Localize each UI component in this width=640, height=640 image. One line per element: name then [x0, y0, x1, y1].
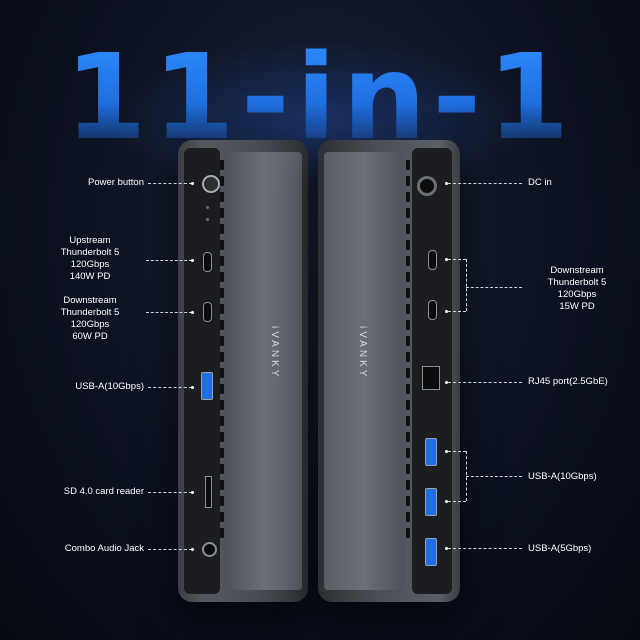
- thunderbolt5-upstream-port[interactable]: [203, 252, 212, 272]
- status-led: [206, 206, 209, 209]
- leader-line: [148, 492, 192, 493]
- leader-line: [448, 259, 466, 260]
- leader-dot: [445, 381, 448, 384]
- thunderbolt5-downstream-port[interactable]: [203, 302, 212, 322]
- leader-line: [466, 287, 522, 288]
- usb-a-10gbps-port[interactable]: [425, 438, 437, 466]
- dock-front-panel: [184, 148, 220, 594]
- power-button[interactable]: [202, 175, 220, 193]
- leader-dot: [445, 182, 448, 185]
- leader-bracket: [466, 259, 467, 311]
- label-usb-a-10-right: USB-A(10Gbps): [528, 471, 597, 482]
- thunderbolt5-downstream-port[interactable]: [428, 300, 437, 320]
- leader-dot: [445, 547, 448, 550]
- label-rj45: RJ45 port(2.5GbE): [528, 376, 608, 387]
- usb-a-5gbps-port[interactable]: [425, 538, 437, 566]
- leader-line: [148, 549, 192, 550]
- leader-dot: [445, 450, 448, 453]
- leader-dot: [445, 258, 448, 261]
- vent-grille-left: [218, 160, 226, 544]
- status-led: [206, 218, 209, 221]
- leader-line: [448, 451, 466, 452]
- vent-grille-right: [404, 160, 412, 544]
- rj45-port[interactable]: [422, 366, 440, 390]
- label-audio-jack: Combo Audio Jack: [64, 543, 144, 554]
- label-usb-a-5: USB-A(5Gbps): [528, 543, 592, 554]
- leader-dot: [191, 259, 194, 262]
- dock-left-view: [178, 140, 308, 602]
- headline: 11-in-1: [0, 38, 640, 156]
- leader-line: [448, 183, 522, 184]
- brand-logo-left: iVANKY: [269, 326, 280, 380]
- label-upstream-tb5: Upstream Thunderbolt 5 120Gbps 140W PD: [60, 235, 120, 282]
- leader-dot: [191, 311, 194, 314]
- leader-line: [448, 501, 466, 502]
- leader-dot: [191, 386, 194, 389]
- leader-line: [148, 183, 192, 184]
- audio-jack[interactable]: [202, 542, 217, 557]
- leader-line: [146, 260, 192, 261]
- leader-dot: [445, 500, 448, 503]
- leader-line: [448, 311, 466, 312]
- leader-line: [448, 548, 522, 549]
- leader-dot: [191, 491, 194, 494]
- dc-in-port[interactable]: [417, 176, 437, 196]
- label-usb-a-10-left: USB-A(10Gbps): [75, 381, 144, 392]
- thunderbolt5-downstream-port[interactable]: [428, 250, 437, 270]
- leader-dot: [191, 548, 194, 551]
- sd-card-slot[interactable]: [205, 476, 212, 508]
- label-downstream-tb5-right: Downstream Thunderbolt 5 120Gbps 15W PD: [547, 265, 607, 312]
- label-dc-in: DC in: [528, 177, 552, 188]
- leader-dot: [445, 310, 448, 313]
- label-sd-reader: SD 4.0 card reader: [63, 486, 144, 497]
- usb-a-10gbps-port[interactable]: [425, 488, 437, 516]
- leader-line: [466, 476, 522, 477]
- leader-line: [448, 382, 522, 383]
- leader-dot: [191, 182, 194, 185]
- dock-side-panel: [226, 152, 302, 590]
- label-downstream-tb5-left: Downstream Thunderbolt 5 120Gbps 60W PD: [60, 295, 120, 342]
- dock-side-panel: [324, 152, 404, 590]
- leader-line: [146, 312, 192, 313]
- usb-a-10gbps-port[interactable]: [201, 372, 213, 400]
- brand-logo-right: iVANKY: [357, 326, 368, 380]
- leader-line: [148, 387, 192, 388]
- label-power-button: Power button: [88, 177, 144, 188]
